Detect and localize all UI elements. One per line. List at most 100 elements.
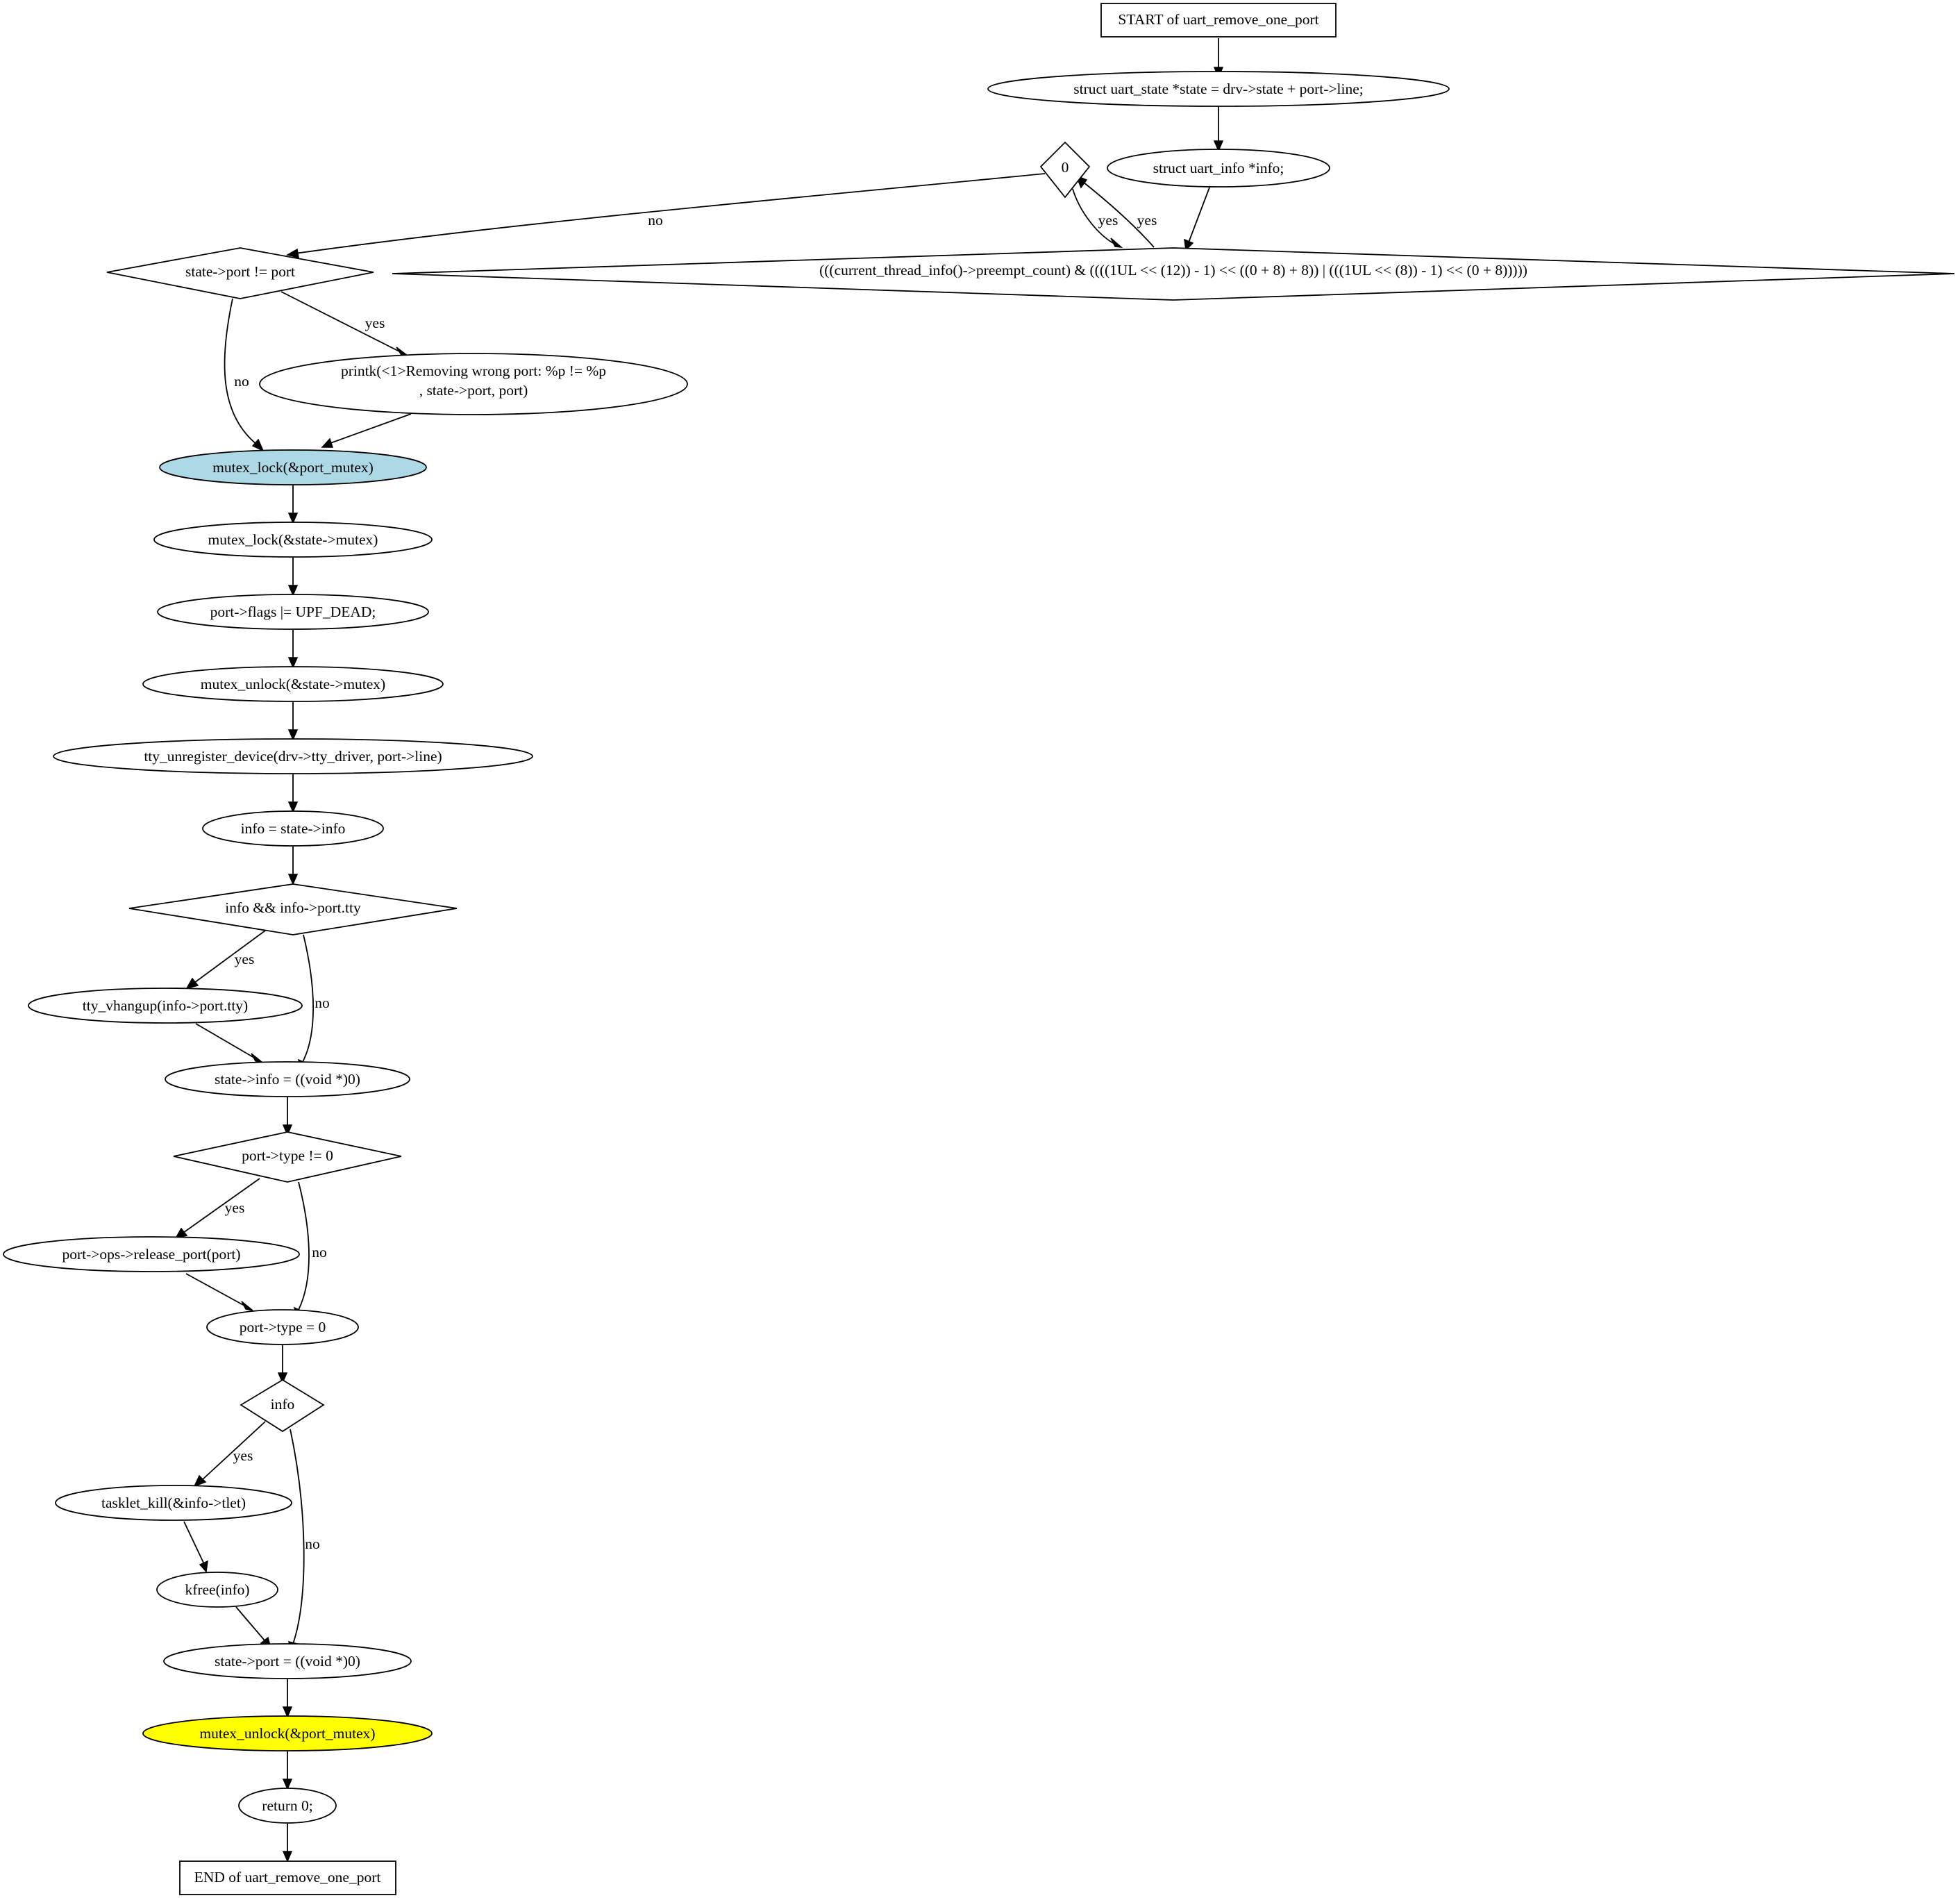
arrowhead	[282, 1851, 293, 1863]
arrowhead	[193, 1474, 207, 1488]
port-type-zero-label: port->type = 0	[240, 1319, 326, 1335]
edge-cond-port-type-to-release-port-yes	[183, 1178, 260, 1233]
cond-port-type-label: port->type != 0	[242, 1147, 333, 1164]
arrowhead	[282, 1779, 293, 1790]
edge-decl-info-to-cond-preempt	[1188, 187, 1210, 243]
edge-label-yes: yes	[365, 315, 385, 331]
edge-label-no: no	[315, 994, 330, 1011]
cond-info-tty-node	[128, 883, 458, 935]
arrowhead	[287, 657, 299, 669]
arrowhead	[287, 729, 299, 741]
edge-cond-zero-to-cond-preempt-yes	[1072, 188, 1114, 244]
cond-info-node	[240, 1379, 325, 1433]
edge-tty-vhangup-to-state-info-null	[195, 1023, 255, 1058]
edge-printk-to-lock-port-mutex	[330, 413, 412, 444]
unlock-port-mutex-node	[142, 1715, 433, 1751]
edge-tasklet-kill-to-kfree	[183, 1521, 204, 1563]
lock-port-mutex-node	[159, 449, 427, 485]
release-port-node	[3, 1236, 300, 1272]
arrowhead	[1110, 238, 1123, 249]
arrowhead	[287, 874, 299, 885]
end-node	[179, 1860, 396, 1895]
tasklet-kill-label: tasklet_kill(&info->tlet)	[101, 1495, 246, 1511]
info-assign-label: info = state->info	[241, 820, 346, 837]
edge-label-yes: yes	[1098, 212, 1119, 228]
release-port-label: port->ops->release_port(port)	[62, 1246, 240, 1263]
start-label: START of uart_remove_one_port	[1118, 11, 1318, 28]
edge-label-no: no	[305, 1535, 320, 1552]
edge-cond-port-to-printk-yes	[280, 291, 400, 352]
set-flags-node	[157, 594, 429, 630]
cond-preempt-label: (((current_thread_info()->preempt_count)…	[819, 262, 1527, 278]
flowchart-edges	[174, 38, 1224, 1863]
cond-port-label: state->port != port	[185, 263, 295, 280]
edge-cond-info-to-tasklet-kill-yes	[201, 1421, 266, 1481]
state-info-null-label: state->info = ((void *)0)	[215, 1071, 360, 1088]
tty-vhangup-node	[28, 988, 303, 1024]
arrowhead	[277, 1372, 288, 1384]
tty-unregister-label: tty_unregister_device(drv->tty_driver, p…	[144, 748, 442, 765]
arrowhead	[1213, 140, 1224, 152]
tty-vhangup-label: tty_vhangup(info->port.tty)	[83, 997, 248, 1014]
end-label: END of uart_remove_one_port	[194, 1869, 381, 1885]
edge-label-yes: yes	[1137, 212, 1157, 228]
edge-cond-preempt-to-cond-zero-yes	[1082, 181, 1155, 248]
state-port-null-node	[163, 1643, 412, 1679]
state-info-null-node	[165, 1061, 410, 1097]
edge-cond-info-to-state-port-null-no	[290, 1429, 305, 1645]
set-flags-label: port->flags |= UPF_DEAD;	[210, 603, 376, 620]
edge-labels: no yes yes yes no yes no yes no yes no	[225, 212, 1157, 1552]
arrowhead	[1184, 238, 1194, 251]
kfree-node	[156, 1572, 278, 1608]
edge-label-no: no	[648, 212, 663, 228]
unlock-state-mutex-label: mutex_unlock(&state->mutex)	[201, 676, 385, 692]
arrowhead	[287, 801, 299, 813]
unlock-state-mutex-node	[142, 666, 444, 702]
edge-cond-port-type-to-port-type-zero-no	[298, 1181, 310, 1310]
edge-label-yes: yes	[235, 951, 255, 967]
printk-label-line2: , state->port, port)	[419, 382, 528, 399]
printk-label-line1: printk(<1>Removing wrong port: %p != %p	[341, 363, 606, 379]
arrowhead	[286, 248, 299, 259]
arrowhead	[287, 513, 299, 524]
port-type-zero-node	[206, 1309, 359, 1345]
cond-port-node	[106, 247, 374, 299]
arrowhead	[251, 438, 265, 452]
arrowhead	[185, 977, 199, 990]
cond-info-label: info	[271, 1396, 295, 1413]
arrowhead	[282, 1124, 293, 1136]
cond-info-tty-label: info && info->port.tty	[225, 899, 361, 916]
cond-port-type-node	[173, 1131, 402, 1183]
decl-state-label: struct uart_state *state = drv->state + …	[1073, 81, 1363, 97]
return-zero-node	[238, 1788, 337, 1824]
decl-info-node	[1107, 149, 1330, 188]
edge-cond-info-tty-to-state-info-null-no	[302, 934, 315, 1063]
start-node	[1100, 3, 1337, 38]
edge-release-port-to-port-type-zero	[185, 1273, 245, 1306]
edge-cond-port-to-lock-port-mutex-no	[224, 298, 258, 445]
arrowhead	[241, 1301, 253, 1311]
edge-label-yes: yes	[225, 1199, 245, 1216]
arrowhead	[251, 1053, 263, 1063]
lock-state-mutex-label: mutex_lock(&state->mutex)	[208, 531, 378, 548]
cond-preempt-node	[392, 247, 1955, 301]
printk-node	[259, 353, 688, 415]
unlock-port-mutex-label: mutex_unlock(&port_mutex)	[199, 1725, 375, 1742]
lock-port-mutex-label: mutex_lock(&port_mutex)	[212, 459, 374, 476]
tasklet-kill-node	[55, 1485, 292, 1521]
arrowhead	[199, 1560, 208, 1573]
decl-state-node	[987, 71, 1450, 107]
cond-zero-label: 0	[1062, 159, 1069, 176]
arrowhead	[287, 585, 299, 597]
flowchart-nodes: START of uart_remove_one_port struct uar…	[3, 3, 1955, 1895]
edge-cond-zero-to-cond-port-no	[294, 173, 1046, 254]
edge-label-no: no	[312, 1244, 327, 1260]
cond-zero-node	[1039, 141, 1091, 199]
arrowhead	[321, 438, 334, 448]
decl-info-label: struct uart_info *info;	[1153, 160, 1284, 176]
info-assign-node	[202, 810, 384, 847]
edge-label-no: no	[234, 373, 249, 390]
edge-label-yes: yes	[233, 1447, 253, 1464]
edge-kfree-to-state-port-null	[235, 1606, 265, 1641]
